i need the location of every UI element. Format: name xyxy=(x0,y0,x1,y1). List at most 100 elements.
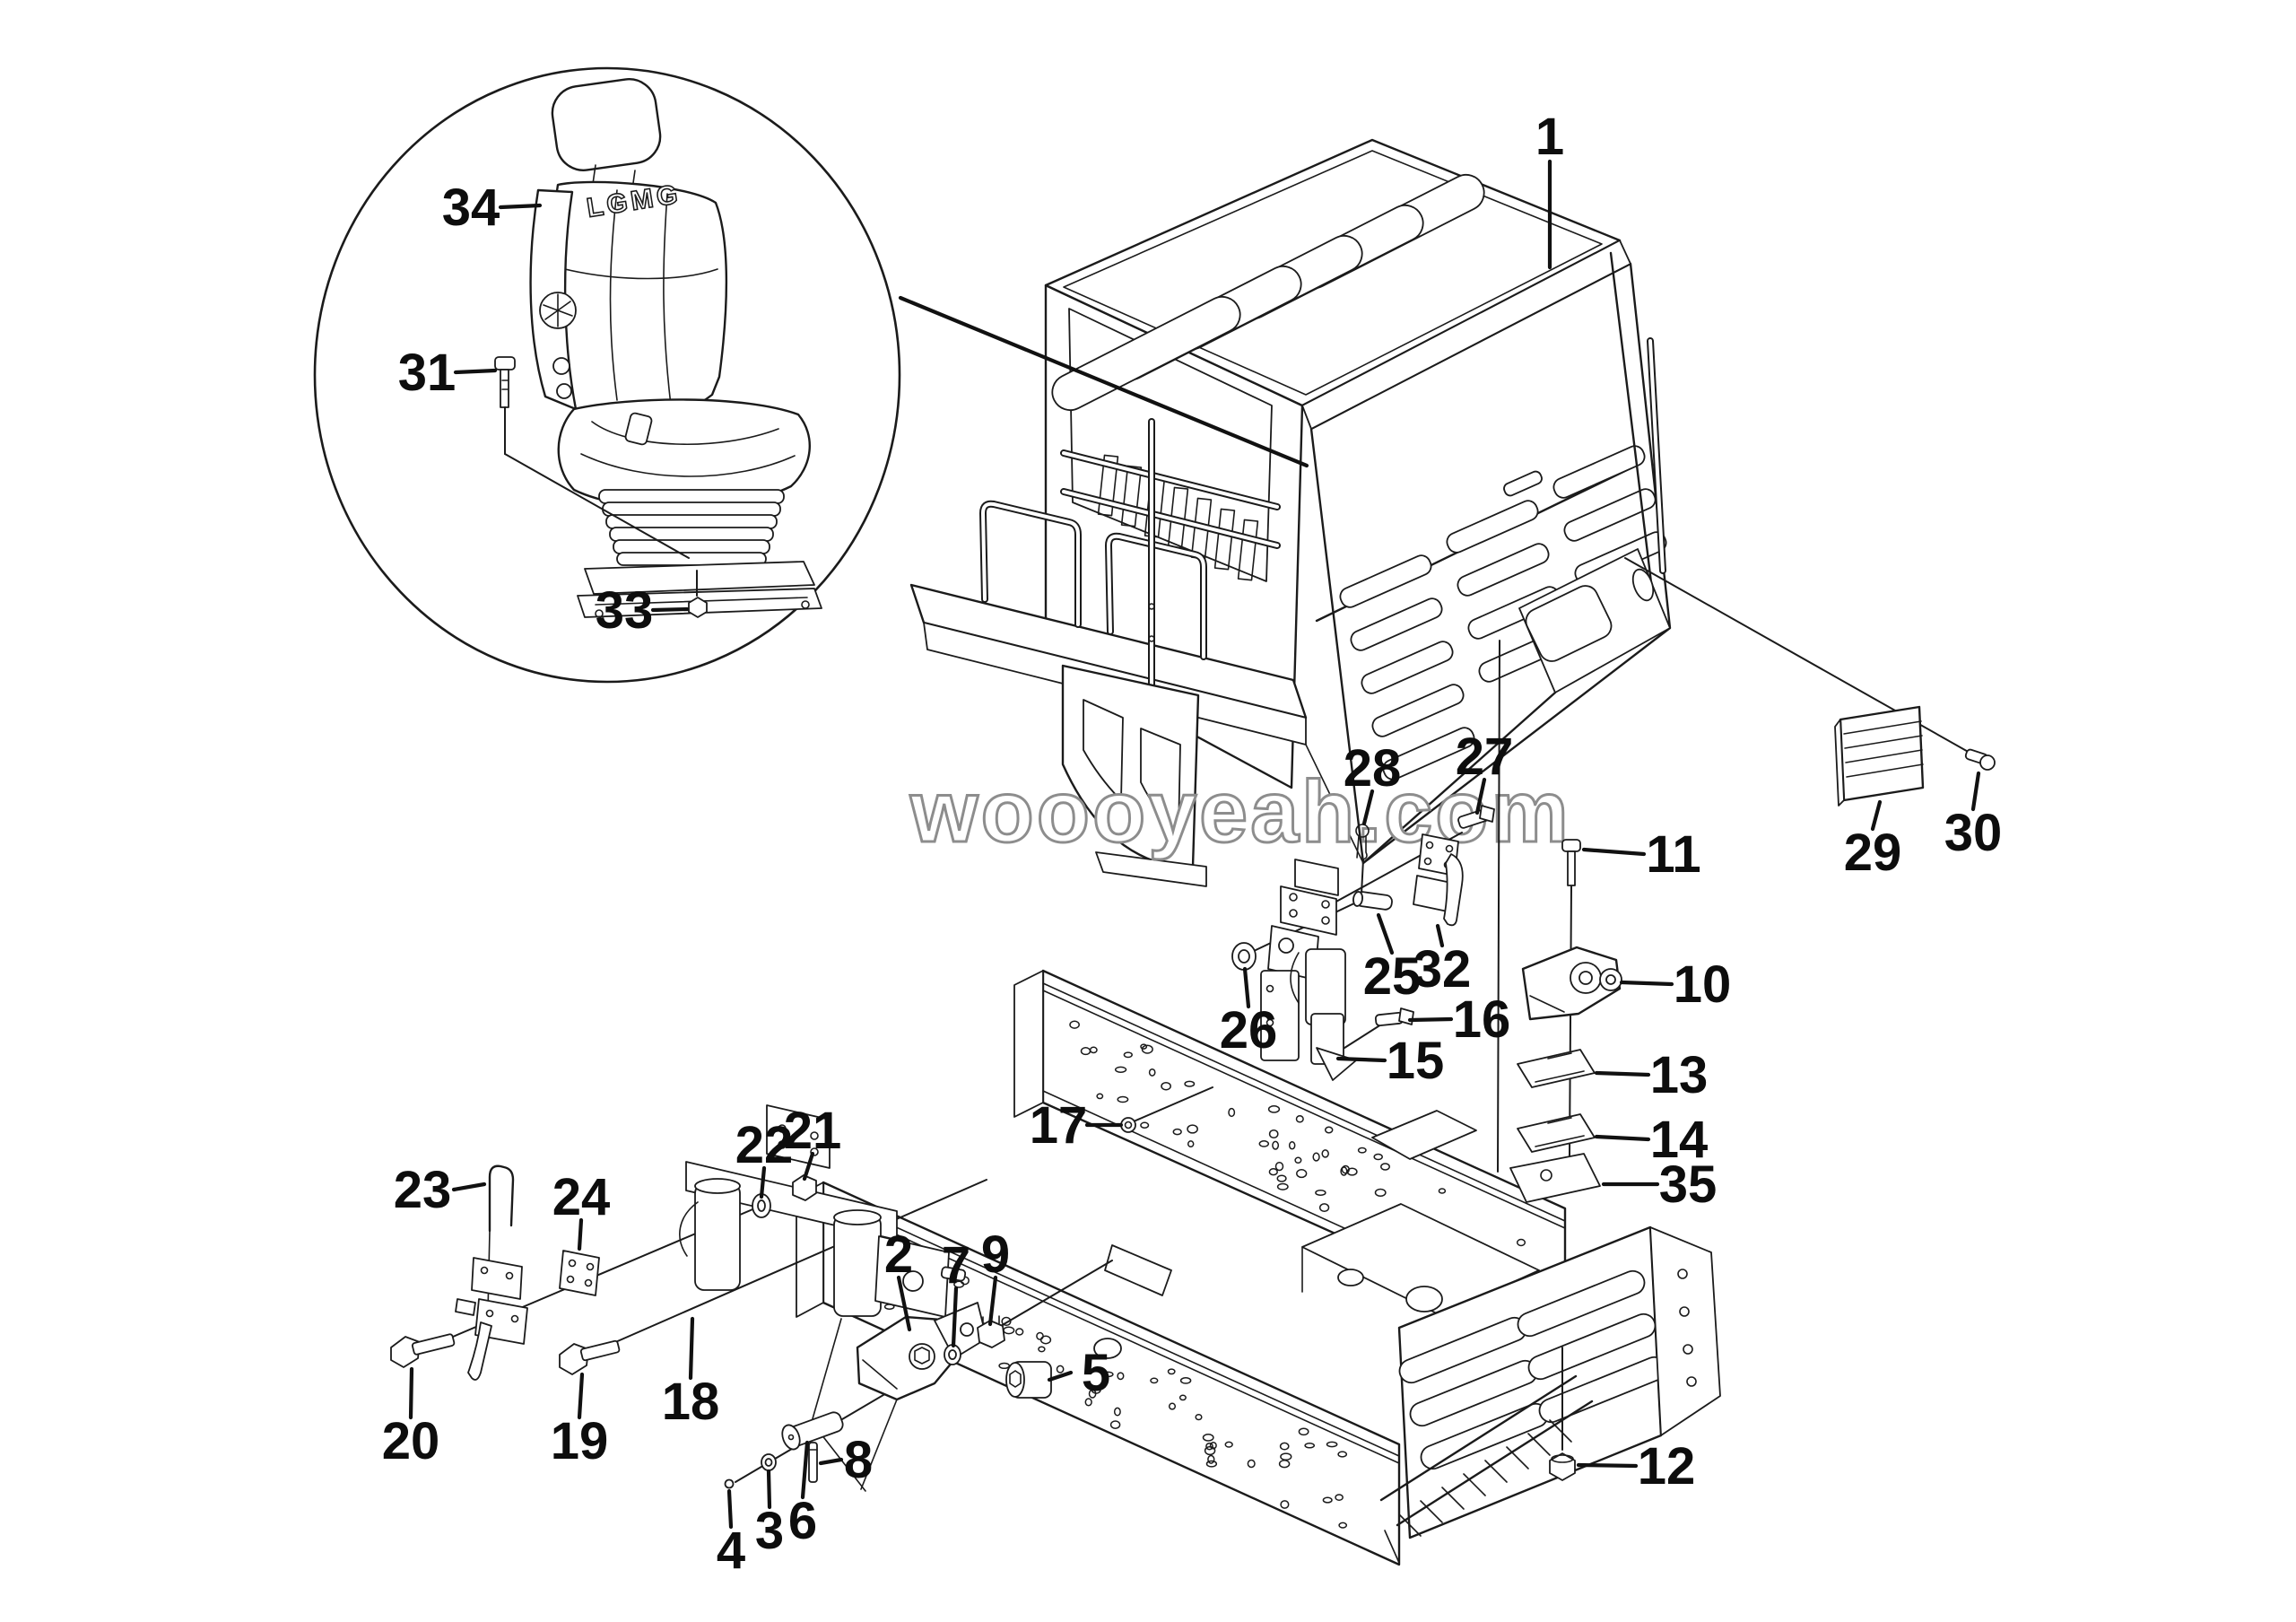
callout-4: 4 xyxy=(717,1522,745,1580)
leader-line-32 xyxy=(1435,923,1445,948)
callout-18: 18 xyxy=(662,1373,720,1431)
cab-roof-brow xyxy=(1301,240,1631,430)
frame-hole xyxy=(1205,1460,1218,1468)
latch-32 xyxy=(1413,833,1464,927)
pin-8 xyxy=(808,1442,818,1483)
leader-line-10 xyxy=(1619,980,1674,987)
operator-seat: LGMG xyxy=(529,78,822,618)
callout-3: 3 xyxy=(755,1502,784,1560)
frame-hole xyxy=(1321,1149,1329,1158)
leader-line-28 xyxy=(1361,789,1375,826)
frame-hole xyxy=(1516,1238,1526,1247)
seat-bellows xyxy=(598,489,785,566)
frame-hole xyxy=(1161,1081,1171,1091)
leader-line-9 xyxy=(987,1275,998,1327)
pin-4 xyxy=(724,1478,735,1489)
callout-1: 1 xyxy=(1535,108,1564,166)
cab-bottom-edge xyxy=(1361,691,1557,865)
frame-hole xyxy=(1150,1377,1159,1384)
frame-hole xyxy=(1167,1368,1176,1375)
clevis-pin-25 xyxy=(1352,891,1393,911)
frame-hole xyxy=(1340,1166,1348,1176)
leader-line-26 xyxy=(1242,966,1251,1009)
callout-15: 15 xyxy=(1387,1032,1445,1090)
seatbelt-buckle xyxy=(624,412,653,446)
frame-hole xyxy=(1172,1128,1182,1136)
frame-hole xyxy=(1374,1188,1387,1198)
leader-line-20 xyxy=(408,1366,414,1420)
frame-hole xyxy=(1187,1140,1195,1148)
frame-hole xyxy=(1298,1427,1309,1436)
frame-hole xyxy=(1114,1066,1127,1073)
frame-hole xyxy=(1109,1420,1121,1429)
frame-hole xyxy=(1056,1365,1065,1373)
frame-hole xyxy=(1268,1168,1278,1176)
leader-line-7 xyxy=(951,1286,959,1348)
cab-bumper xyxy=(1518,548,1671,693)
leader-line-15 xyxy=(1335,1056,1387,1063)
leader-line-5 xyxy=(1047,1370,1074,1382)
frame-hole xyxy=(1247,1459,1256,1469)
leader-line-16 xyxy=(1407,1016,1454,1023)
leader-line-23 xyxy=(451,1182,487,1192)
support-leg-assembly-15 xyxy=(1260,859,1357,1081)
nut-21 xyxy=(792,1174,817,1201)
washer-26 xyxy=(1231,942,1257,971)
frame-hole xyxy=(1267,1105,1281,1113)
frame-hole xyxy=(1272,1140,1280,1150)
shim-plate-14 xyxy=(1517,1113,1596,1153)
tilt-pump-18 xyxy=(679,1104,967,1318)
frame-bumper-plate xyxy=(1397,1225,1721,1539)
frame-hole xyxy=(1168,1402,1177,1410)
frame-hole xyxy=(1117,1095,1129,1103)
leader-line-12 xyxy=(1576,1462,1639,1469)
leader-line-33 xyxy=(650,606,690,613)
seat-backrest xyxy=(545,180,728,419)
callout-14: 14 xyxy=(1650,1111,1709,1169)
leader-line-2 xyxy=(896,1275,912,1332)
bolt-20 xyxy=(390,1333,456,1368)
callout-29: 29 xyxy=(1844,824,1902,882)
leader-line-14 xyxy=(1594,1134,1651,1142)
frame-hole xyxy=(1204,1445,1216,1456)
frame-hole xyxy=(1088,1389,1097,1399)
frame-hole xyxy=(1326,1441,1338,1448)
callout-32: 32 xyxy=(1413,940,1472,998)
leader-line-19 xyxy=(577,1372,585,1420)
callout-27: 27 xyxy=(1456,728,1514,786)
washer-3 xyxy=(761,1453,777,1471)
frame-crossmember xyxy=(1104,1110,1540,1320)
leader-line-29 xyxy=(1870,799,1883,832)
frame-hole xyxy=(1276,1174,1287,1182)
truck-cab xyxy=(909,138,1672,887)
bushing-5 xyxy=(1005,1361,1052,1399)
frame-hole xyxy=(1295,1115,1304,1123)
frame-hole xyxy=(1084,1398,1092,1407)
seat-detail-inset: LGMG xyxy=(313,66,901,684)
callout-16: 16 xyxy=(1453,990,1511,1049)
bumper-slots xyxy=(1398,1269,1667,1470)
frame-hole xyxy=(1373,1153,1383,1161)
inset-reference-line xyxy=(898,295,1309,468)
louver-grille-29 xyxy=(1834,705,1925,807)
frame-hole xyxy=(1318,1203,1330,1213)
screw-30 xyxy=(1964,748,1996,771)
frame-hole xyxy=(1096,1093,1104,1100)
hinge-10 xyxy=(1521,946,1622,1021)
frame-hole xyxy=(1001,1316,1012,1327)
callout-33: 33 xyxy=(596,581,654,640)
frame-hole xyxy=(1280,1500,1290,1509)
seat-headrest xyxy=(551,78,662,171)
frame-hole xyxy=(1140,1121,1150,1129)
frame-hole xyxy=(1296,1169,1308,1179)
leader-line-13 xyxy=(1594,1070,1651,1077)
leader-line-6 xyxy=(800,1440,810,1500)
callout-5: 5 xyxy=(1082,1344,1110,1402)
callout-24: 24 xyxy=(552,1168,611,1226)
leader-line-18 xyxy=(688,1316,695,1381)
frame-hole xyxy=(1113,1407,1121,1417)
leader-line-34 xyxy=(498,203,543,210)
